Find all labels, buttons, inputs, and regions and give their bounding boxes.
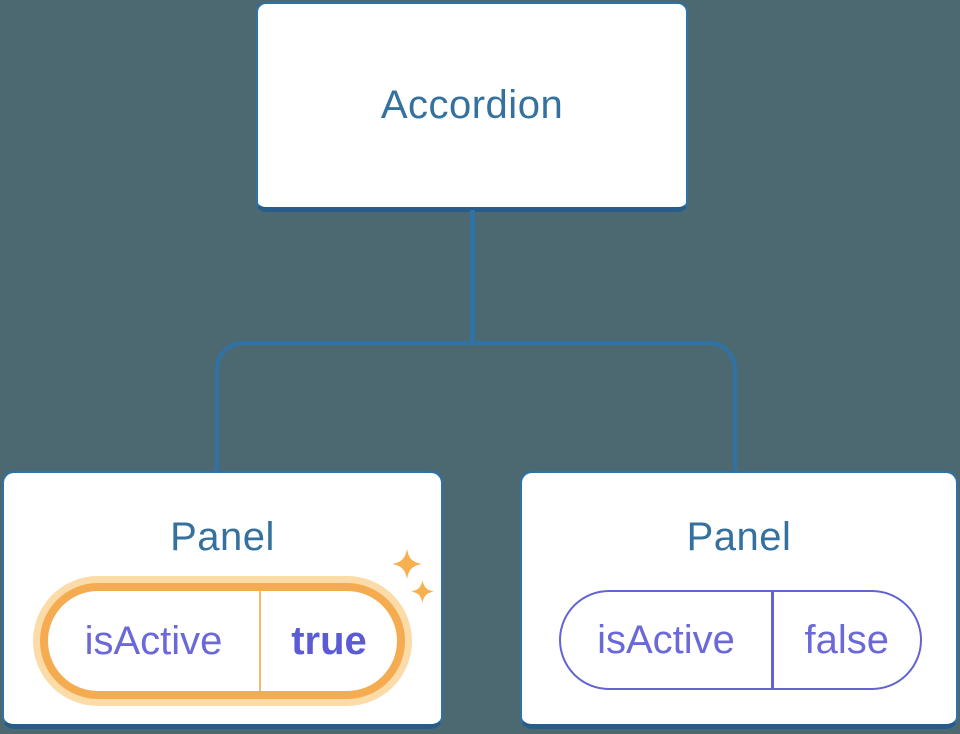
- state-value-label: false: [804, 617, 890, 662]
- panel-node-inactive: Panel isActive false: [520, 471, 958, 729]
- panel-title: Panel: [686, 515, 792, 559]
- panel-node-active: Panel isActive true: [2, 471, 443, 729]
- state-key-label: isActive: [597, 617, 735, 662]
- panel-title: Panel: [170, 515, 275, 559]
- state-value-label: true: [291, 618, 367, 663]
- connector-stem: [470, 210, 475, 345]
- sparkle-icon: [392, 549, 434, 603]
- state-pill-active: isActive true: [40, 583, 405, 699]
- state-key-label: isActive: [84, 618, 223, 663]
- state-pill-inactive: isActive false: [559, 590, 922, 690]
- connector-branch: [215, 341, 737, 472]
- accordion-node: Accordion: [256, 2, 688, 212]
- pill-divider: [259, 591, 261, 691]
- pill-divider: [771, 592, 774, 688]
- accordion-node-label: Accordion: [380, 83, 564, 127]
